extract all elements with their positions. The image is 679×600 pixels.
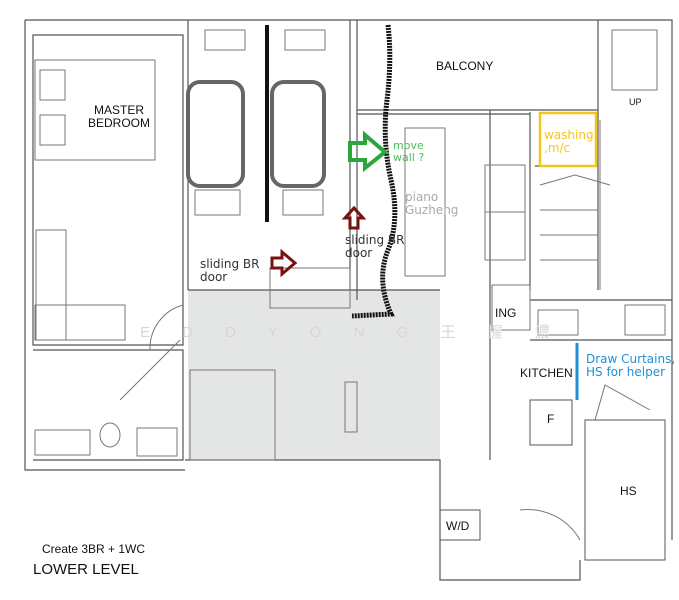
master-bed <box>34 59 156 161</box>
drawn-new-wall <box>351 24 398 319</box>
fridge-box <box>529 399 573 446</box>
wd-box <box>439 509 481 541</box>
move-arrow-icon <box>348 130 389 173</box>
balcony-label: BALCONY <box>436 59 494 73</box>
furniture <box>34 29 666 461</box>
note-line: wall ? <box>393 151 425 165</box>
label-line: MASTER <box>94 103 145 117</box>
move-wall-note: move wall ? <box>393 139 425 165</box>
footer-note: Create 3BR + 1WC <box>42 542 146 556</box>
wd-label: W/D <box>446 519 470 533</box>
note-line: piano <box>405 190 439 204</box>
sliding-door-arrow-icon <box>270 248 298 278</box>
note-line: HS for helper <box>586 365 666 380</box>
piano <box>404 127 446 277</box>
washing-note: washing ,m/c <box>544 128 594 156</box>
sliding-door-note-right: sliding BR door <box>345 233 405 261</box>
level-title: LOWER LEVEL <box>33 561 139 578</box>
label-line: BEDROOM <box>88 116 151 131</box>
kitchen-label: KITCHEN <box>520 366 573 380</box>
note-line: ,m/c <box>544 141 571 156</box>
dining-label: ING <box>495 306 517 320</box>
note-line: move <box>393 139 424 152</box>
hs-room <box>584 419 666 561</box>
note-line: sliding BR <box>345 233 405 247</box>
sliding-door-note-left: sliding BR door <box>200 257 260 285</box>
note-line: door <box>345 246 373 261</box>
note-line: Guzheng <box>405 203 459 218</box>
master-bedroom-label: MASTER BEDROOM <box>88 103 151 131</box>
piano-note: piano Guzheng <box>405 190 459 218</box>
note-line: washing <box>544 128 594 142</box>
hs-label: HS <box>620 484 637 498</box>
washing-machine-box <box>538 111 598 168</box>
bedroom2-beds <box>186 80 326 188</box>
curtains-note: Draw Curtains, HS for helper <box>586 352 676 380</box>
fridge-label: F <box>547 412 555 426</box>
up-label: UP <box>629 97 642 107</box>
note-line: sliding BR <box>200 257 260 271</box>
note-line: Draw Curtains, <box>586 352 676 366</box>
watermark: E D D Y O N G 王 握 濃 <box>140 324 564 341</box>
note-line: door <box>200 270 228 285</box>
sliding-door-up-arrow-icon <box>341 205 367 230</box>
gray-zone <box>188 290 440 460</box>
